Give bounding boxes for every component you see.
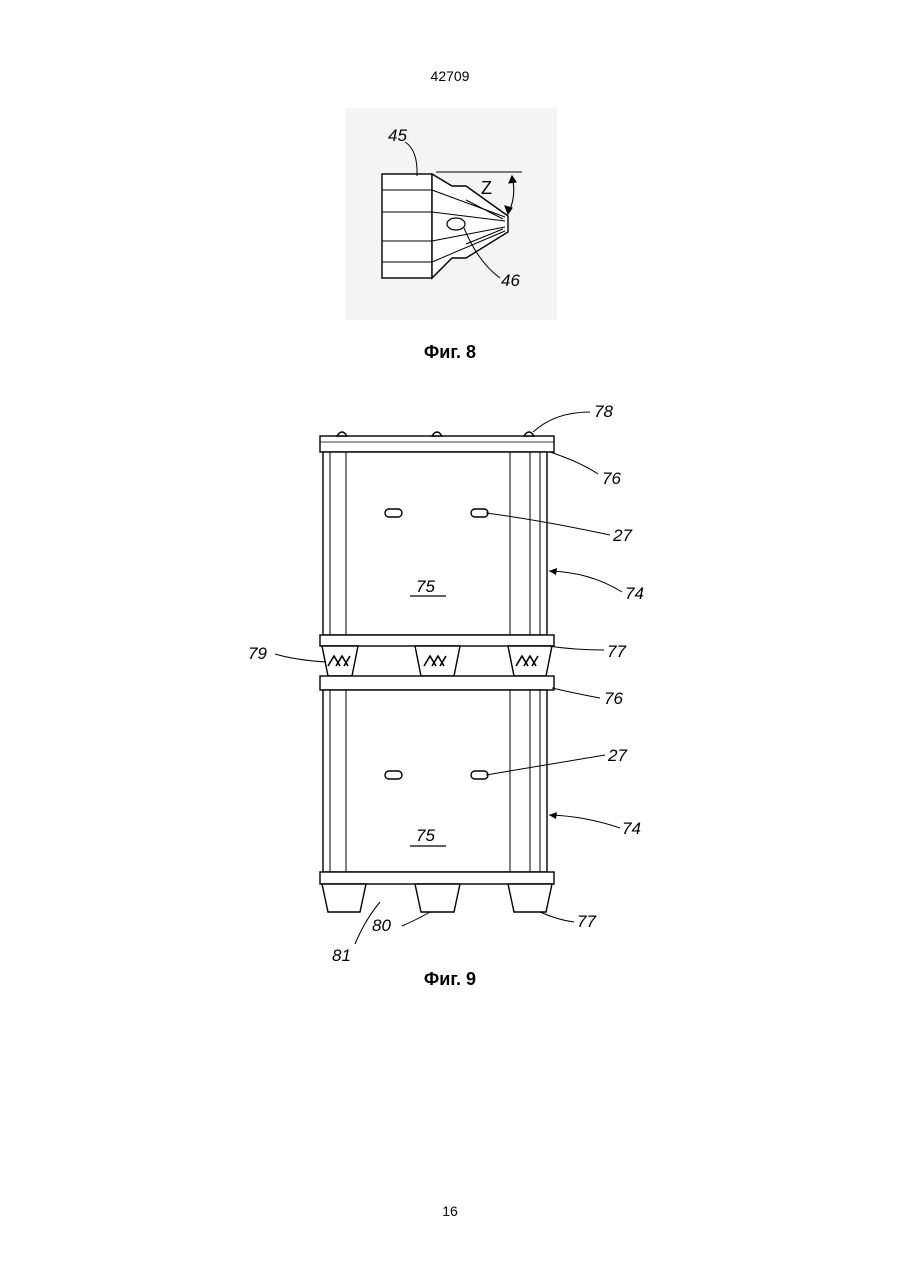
label-75-bottom: 75 bbox=[416, 826, 435, 845]
label-75-top: 75 bbox=[416, 577, 435, 596]
label-76-top: 76 bbox=[602, 469, 621, 488]
pallet-77-deck-mid bbox=[320, 635, 554, 646]
lid-bump-78-center bbox=[432, 432, 442, 436]
label-81: 81 bbox=[332, 946, 351, 965]
pallet-foot-mid-left bbox=[322, 646, 358, 676]
pallet-foot-mid-right bbox=[508, 646, 552, 676]
label-77-mid: 77 bbox=[607, 642, 626, 661]
label-79: 79 bbox=[248, 644, 267, 663]
pallet-foot-bottom-right bbox=[508, 884, 552, 912]
arrow-74-lower bbox=[549, 812, 557, 819]
slot-27-lower-right bbox=[471, 771, 488, 779]
lid-76-top bbox=[320, 436, 554, 452]
container-74-lower bbox=[323, 690, 547, 872]
pallet-77-deck-bottom bbox=[320, 872, 554, 884]
slot-27-upper-left bbox=[385, 509, 402, 517]
label-78: 78 bbox=[594, 402, 613, 421]
page-number: 16 bbox=[0, 1203, 900, 1219]
lid-76-lower bbox=[320, 676, 554, 690]
label-74-top: 74 bbox=[625, 584, 644, 603]
figure-9-caption: Фиг. 9 bbox=[0, 969, 900, 990]
label-80: 80 bbox=[372, 916, 391, 935]
lid-bump-78-right bbox=[524, 432, 534, 436]
label-74-bottom: 74 bbox=[622, 819, 641, 838]
container-74-upper bbox=[323, 452, 547, 635]
slot-27-lower-left bbox=[385, 771, 402, 779]
label-27-top: 27 bbox=[612, 526, 632, 545]
pallet-foot-bottom-center bbox=[415, 884, 460, 912]
pallet-foot-bottom-left bbox=[322, 884, 366, 912]
label-27-bottom: 27 bbox=[607, 746, 627, 765]
label-77-bottom: 77 bbox=[577, 912, 596, 931]
label-76-mid: 76 bbox=[604, 689, 623, 708]
pallet-foot-mid-center bbox=[415, 646, 460, 676]
arrow-74-upper bbox=[549, 568, 557, 575]
lid-bump-78-left bbox=[337, 432, 347, 436]
slot-27-upper-right bbox=[471, 509, 488, 517]
figure-9-drawing: 78 76 27 74 75 79 77 76 27 74 75 77 80 8… bbox=[0, 0, 900, 980]
